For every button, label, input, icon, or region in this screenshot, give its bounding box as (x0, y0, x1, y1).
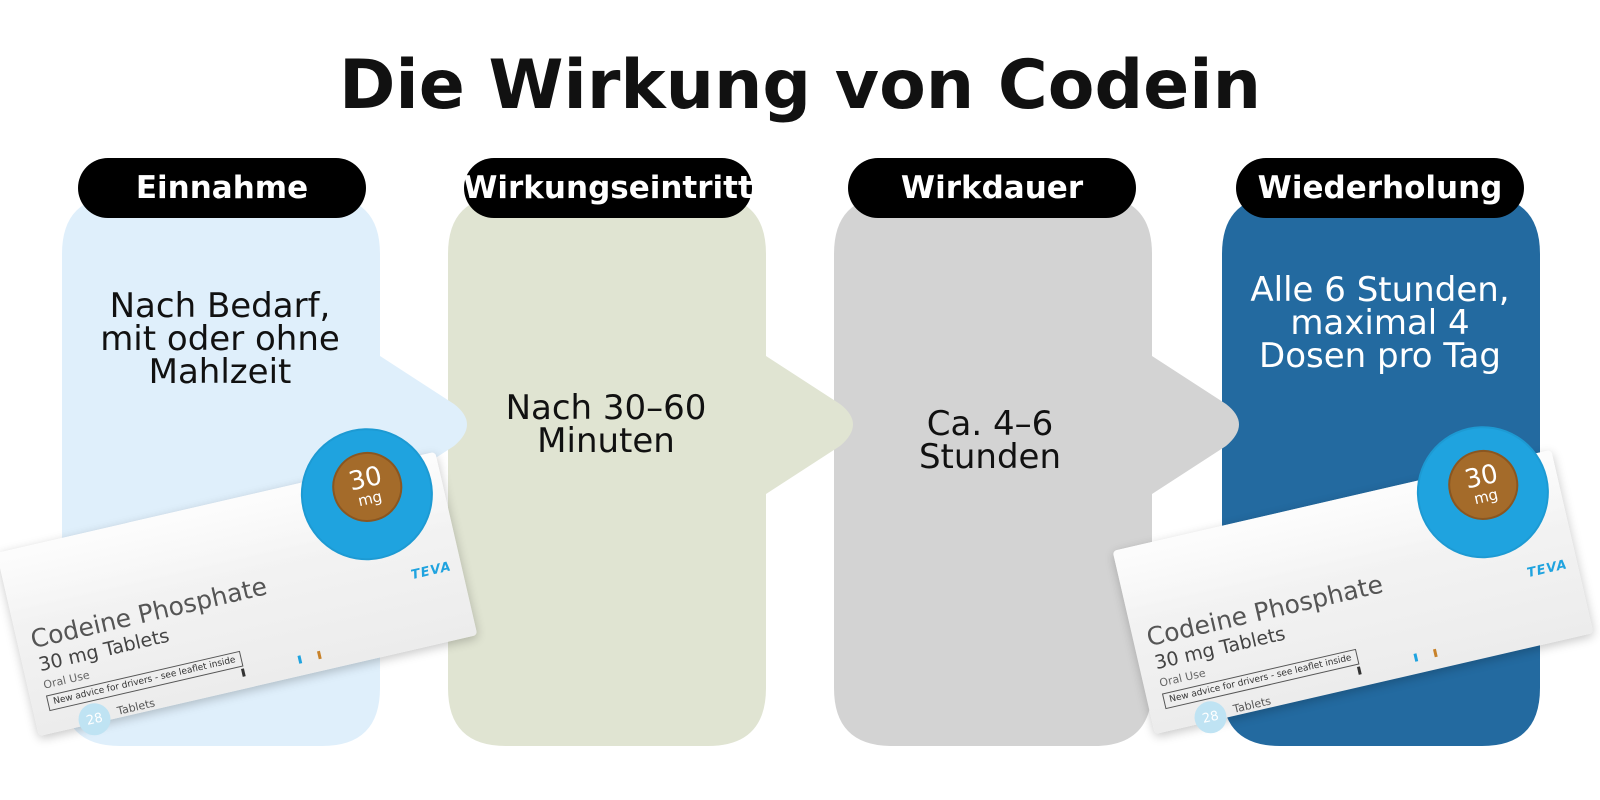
dose-badge: 30 mg (325, 444, 410, 529)
color-tick (1413, 653, 1419, 662)
brand-logo: TEVA (1525, 557, 1570, 582)
color-tick (1432, 648, 1438, 658)
brand-logo: TEVA (409, 559, 454, 584)
color-tick (1356, 666, 1362, 675)
stage-label-intake: Einnahme (78, 158, 366, 218)
color-tick (240, 668, 246, 677)
dose-badge: 30 mg (1441, 442, 1526, 527)
stage-label-repeat: Wiederholung (1236, 158, 1524, 218)
stage-label-onset: Wirkungseintritt (463, 158, 753, 218)
dose-unit: mg (356, 487, 384, 511)
stage-label-duration: Wirkdauer (848, 158, 1136, 218)
color-tick (316, 650, 322, 660)
page-title: Die Wirkung von Codein (338, 46, 1262, 125)
stage-shape-onset (448, 196, 853, 746)
dose-unit: mg (1472, 485, 1500, 509)
color-tick (297, 655, 303, 664)
